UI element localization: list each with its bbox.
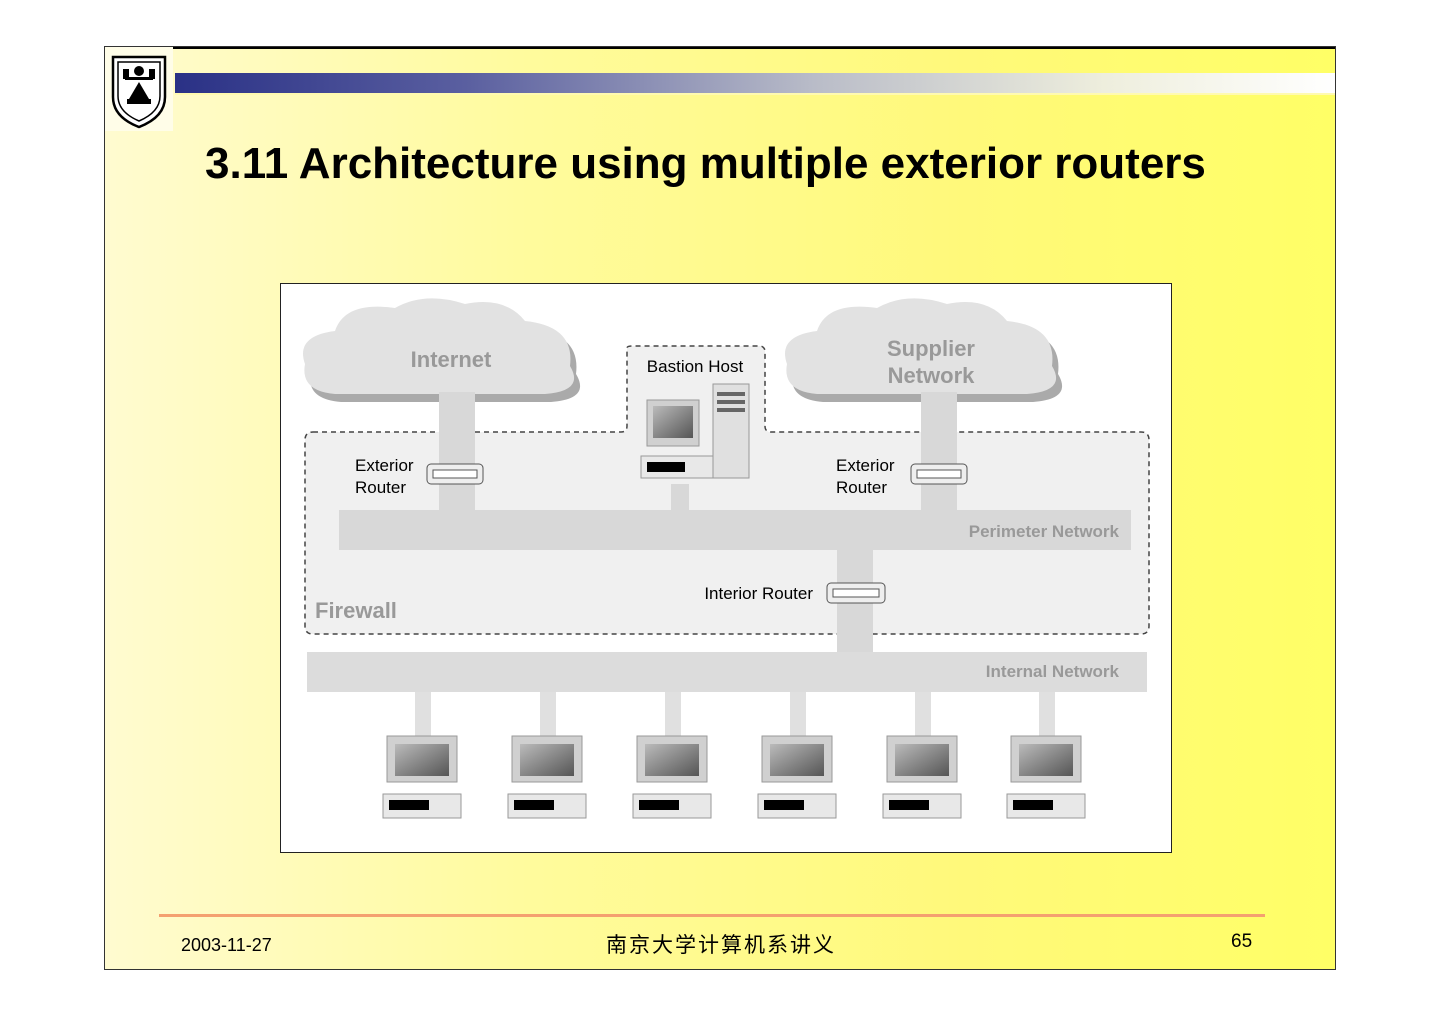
title-bar-underline [175, 93, 1335, 95]
page-number: 65 [1231, 931, 1253, 952]
footer-divider [159, 914, 1265, 917]
exterior-router-1-label-line1: Exterior [355, 456, 414, 475]
footer-course-title: 南京大学计算机系讲义 [606, 933, 836, 957]
interior-router-label: Interior Router [704, 584, 813, 603]
workstation [882, 692, 962, 819]
internal-label: Internal Network [986, 662, 1120, 681]
firewall-boundary [304, 345, 1150, 635]
firewall-label: Firewall [315, 598, 397, 623]
workstation [507, 692, 587, 819]
network-diagram: Internet Supplier Network Perimeter Netw… [280, 283, 1172, 853]
workstation [1006, 692, 1086, 819]
footer-date: 2003-11-27 [181, 935, 272, 955]
supplier-network-cloud: Supplier Network [785, 298, 1063, 402]
slide: 3.11 Architecture using multiple exterio… [104, 46, 1336, 970]
supplier-label-line1: Supplier [887, 336, 975, 361]
workstation [382, 692, 462, 819]
perimeter-label: Perimeter Network [969, 522, 1120, 541]
bastion-label: Bastion Host [647, 357, 744, 376]
top-border-line [173, 47, 1335, 49]
university-seal-logo [105, 47, 173, 131]
supplier-label-line2: Network [888, 363, 976, 388]
exterior-router-2-label-line2: Router [836, 478, 887, 497]
exterior-router-1-icon [426, 463, 484, 485]
interior-router-icon [826, 582, 886, 604]
exterior-router-1-label-line2: Router [355, 478, 406, 497]
perimeter-network-bar [339, 510, 1131, 550]
internet-label: Internet [411, 347, 492, 372]
exterior-router-2-icon [910, 463, 968, 485]
internal-network-bar [307, 652, 1147, 692]
exterior-router-2-label-line1: Exterior [836, 456, 895, 475]
internal-workstations [382, 692, 1086, 819]
bastion-host: Bastion Host [640, 357, 750, 479]
internet-cloud: Internet [303, 298, 581, 402]
workstation [757, 692, 837, 819]
slide-title: 3.11 Architecture using multiple exterio… [205, 139, 1206, 188]
title-gradient-bar [175, 73, 1335, 93]
workstation [632, 692, 712, 819]
